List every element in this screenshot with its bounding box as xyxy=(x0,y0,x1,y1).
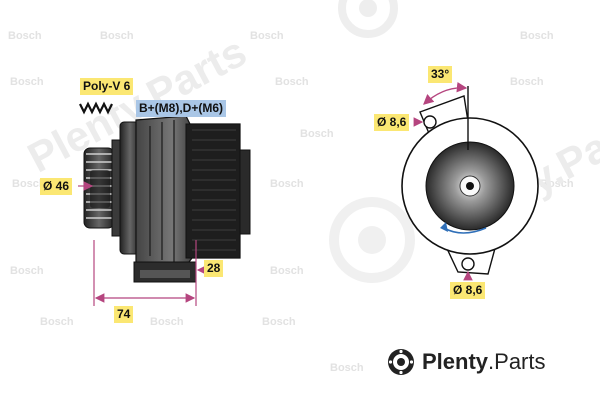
angle-dimension xyxy=(423,82,468,105)
angle-label: 33° xyxy=(428,66,453,83)
hole-diameter-bottom-label: Ø 8,6 xyxy=(450,282,486,299)
dimension-28-label: 28 xyxy=(204,260,224,277)
logo-text: Plenty.Parts xyxy=(422,349,546,375)
terminal-label: B+(M8),D+(M6) xyxy=(136,100,227,117)
dimension-lines xyxy=(78,181,207,306)
pulley-diameter-label: Ø 46 xyxy=(40,178,73,195)
dimension-74-label: 74 xyxy=(114,306,134,323)
brake-disc-icon xyxy=(388,349,414,375)
watermark-gear-icon xyxy=(329,197,415,283)
pulley xyxy=(83,147,115,229)
alternator-end-view xyxy=(401,86,539,275)
plenty-parts-logo[interactable]: Plenty.Parts xyxy=(386,346,546,378)
rotation-arrow-icon xyxy=(440,222,487,234)
hole-diameter-top-label: Ø 8,6 xyxy=(374,114,410,131)
belt-profile-icon xyxy=(79,101,113,115)
hole-leaders xyxy=(413,117,473,281)
alternator-side-view xyxy=(83,115,251,283)
logo-name: Plenty xyxy=(422,349,489,374)
watermark-gear-icon xyxy=(338,0,398,38)
logo-suffix: .Parts xyxy=(488,349,546,374)
belt-type-label: Poly-V 6 xyxy=(80,78,134,95)
